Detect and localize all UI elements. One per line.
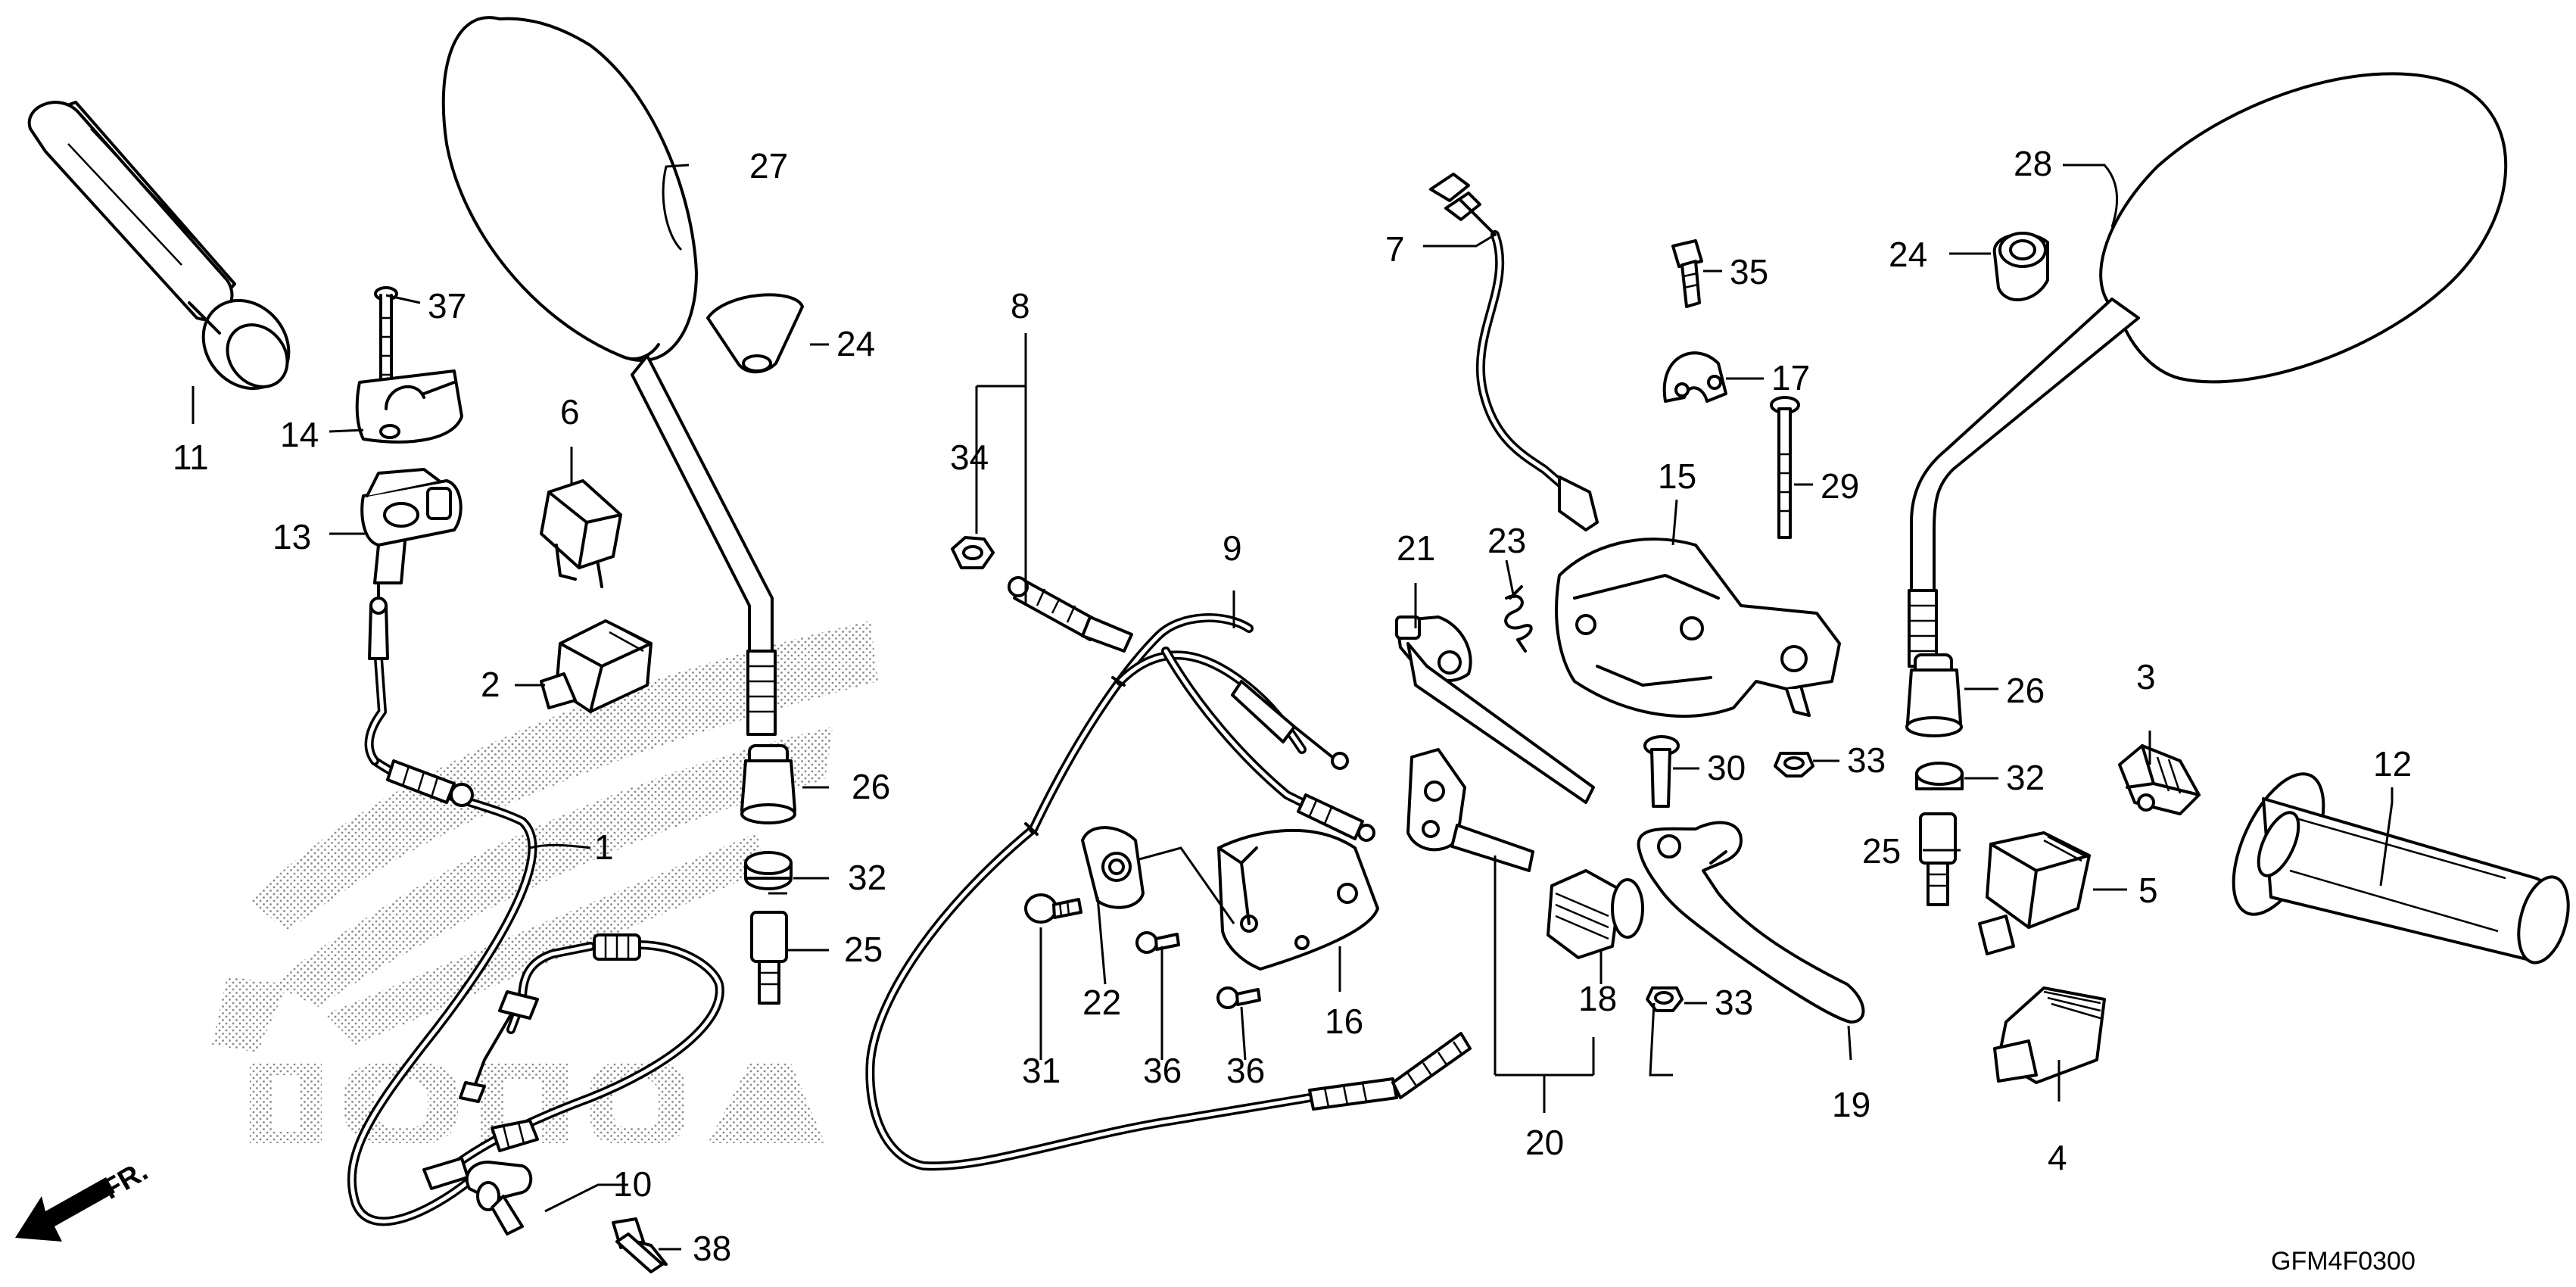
switch-part-3[interactable] (2118, 744, 2201, 815)
callout-36a: 36 (1143, 1051, 1182, 1090)
callout-18: 18 (1578, 979, 1617, 1018)
screw-part-31[interactable] (1024, 893, 1082, 924)
nut-part-33a[interactable] (1774, 752, 1814, 777)
adaptor-part-left[interactable] (740, 744, 796, 824)
right-grip-part[interactable] (2215, 761, 2576, 968)
callout-17: 17 (1771, 358, 1810, 397)
callout-22: 22 (1082, 983, 1121, 1022)
callout-5: 5 (2138, 871, 2158, 910)
nut-part-34[interactable] (951, 536, 995, 569)
nut-part-left[interactable] (744, 851, 793, 890)
switch-part-2[interactable] (540, 619, 653, 713)
screw-part-36a[interactable] (1135, 931, 1180, 954)
callout-13: 13 (273, 517, 311, 556)
throttle-holder-upper-part[interactable] (355, 369, 463, 444)
plate-part-22[interactable] (1081, 826, 1145, 909)
callout-4: 4 (2048, 1138, 2067, 1177)
callout-33a: 33 (1847, 740, 1886, 780)
front-direction-arrow-icon (15, 1177, 115, 1242)
nut-part-right[interactable] (1915, 762, 1964, 790)
screw-part-29[interactable] (1770, 396, 1800, 539)
callout-14: 14 (280, 415, 319, 454)
switch-part-18[interactable] (1547, 869, 1644, 959)
screw-part-36b[interactable] (1216, 986, 1261, 1009)
callout-2: 2 (481, 665, 500, 704)
callout-26a: 26 (852, 767, 890, 806)
callout-29: 29 (1821, 466, 1859, 506)
callout-33b: 33 (1715, 983, 1753, 1022)
callout-34: 34 (950, 438, 989, 477)
callout-11: 11 (173, 438, 209, 477)
diagram-code: GFM4F0300 (2271, 1247, 2416, 1276)
callout-1: 1 (594, 827, 614, 867)
callout-25b: 25 (1862, 831, 1901, 871)
callout-31: 31 (1022, 1051, 1061, 1090)
honda-wordmark-watermark (250, 1064, 825, 1143)
left-mirror-part[interactable] (441, 16, 777, 736)
switch-part-4[interactable] (1993, 986, 2106, 1084)
callout-26b: 26 (2006, 671, 2045, 710)
front-direction-label: FR. (98, 1155, 154, 1206)
callout-16: 16 (1325, 1002, 1363, 1041)
callout-7: 7 (1385, 229, 1405, 269)
brake-lever-part-19[interactable] (1637, 821, 1865, 1024)
callout-8: 8 (1011, 286, 1030, 326)
brake-cable-part-8-9[interactable] (865, 576, 1472, 1171)
callout-labels: 11 14 37 13 6 2 1 27 24 26 32 25 10 38 8… (173, 144, 2412, 1268)
callout-27: 27 (749, 146, 788, 185)
throttle-cable-part[interactable] (347, 581, 537, 1226)
callout-19: 19 (1832, 1085, 1870, 1124)
clamp-part-17[interactable] (1662, 351, 1727, 403)
bolt-part-right[interactable] (1919, 812, 1957, 906)
bolt-part-left[interactable] (750, 911, 788, 1005)
cable-clamp-part[interactable] (465, 1161, 533, 1236)
bolt-part-35[interactable] (1671, 239, 1703, 308)
lever-housing-part-15[interactable] (1555, 538, 1841, 718)
right-mirror-part[interactable] (1908, 72, 2507, 668)
mirror-cap-part-right[interactable] (1992, 232, 2049, 301)
callout-15: 15 (1658, 457, 1696, 496)
wire-harness-part-7[interactable] (1429, 173, 1599, 531)
callout-32a: 32 (848, 858, 886, 897)
mirror-cap-part-left[interactable] (706, 293, 804, 374)
flange-bolt-part-38[interactable] (612, 1217, 668, 1273)
callout-37: 37 (428, 286, 466, 326)
pivot-bolt-part-30[interactable] (1643, 735, 1680, 808)
honda-wing-watermark (212, 621, 878, 1052)
spring-part-23[interactable] (1504, 585, 1533, 653)
callout-24b: 24 (1889, 235, 1927, 274)
nut-part-33b[interactable] (1646, 986, 1684, 1012)
callout-12: 12 (2373, 744, 2412, 784)
callout-36b: 36 (1226, 1051, 1265, 1090)
callout-21: 21 (1397, 528, 1435, 568)
callout-28: 28 (2014, 144, 2052, 183)
lever-bracket-part-20[interactable] (1406, 748, 1534, 872)
callout-32b: 32 (2006, 758, 2045, 797)
callout-35: 35 (1730, 252, 1768, 291)
callout-3: 3 (2136, 657, 2156, 696)
callout-10: 10 (613, 1164, 652, 1204)
callout-25a: 25 (844, 930, 883, 969)
left-grip-part[interactable] (27, 101, 307, 406)
callout-9: 9 (1223, 528, 1242, 568)
callout-23: 23 (1487, 521, 1526, 560)
brake-cable-part-10[interactable] (422, 933, 724, 1190)
adaptor-part-right[interactable] (1905, 653, 1963, 737)
callout-38: 38 (693, 1229, 731, 1268)
cover-part-16[interactable] (1217, 828, 1379, 971)
throttle-holder-lower-part[interactable] (360, 468, 463, 584)
callout-24a: 24 (836, 324, 875, 363)
callout-6: 6 (560, 392, 580, 432)
bracket-part-21[interactable] (1395, 615, 1595, 804)
callout-leader-lines (192, 164, 2394, 1251)
switch-part-5[interactable] (1978, 831, 2091, 955)
callout-30: 30 (1707, 748, 1746, 787)
switch-part-6[interactable] (540, 479, 622, 588)
callout-20: 20 (1525, 1123, 1564, 1162)
